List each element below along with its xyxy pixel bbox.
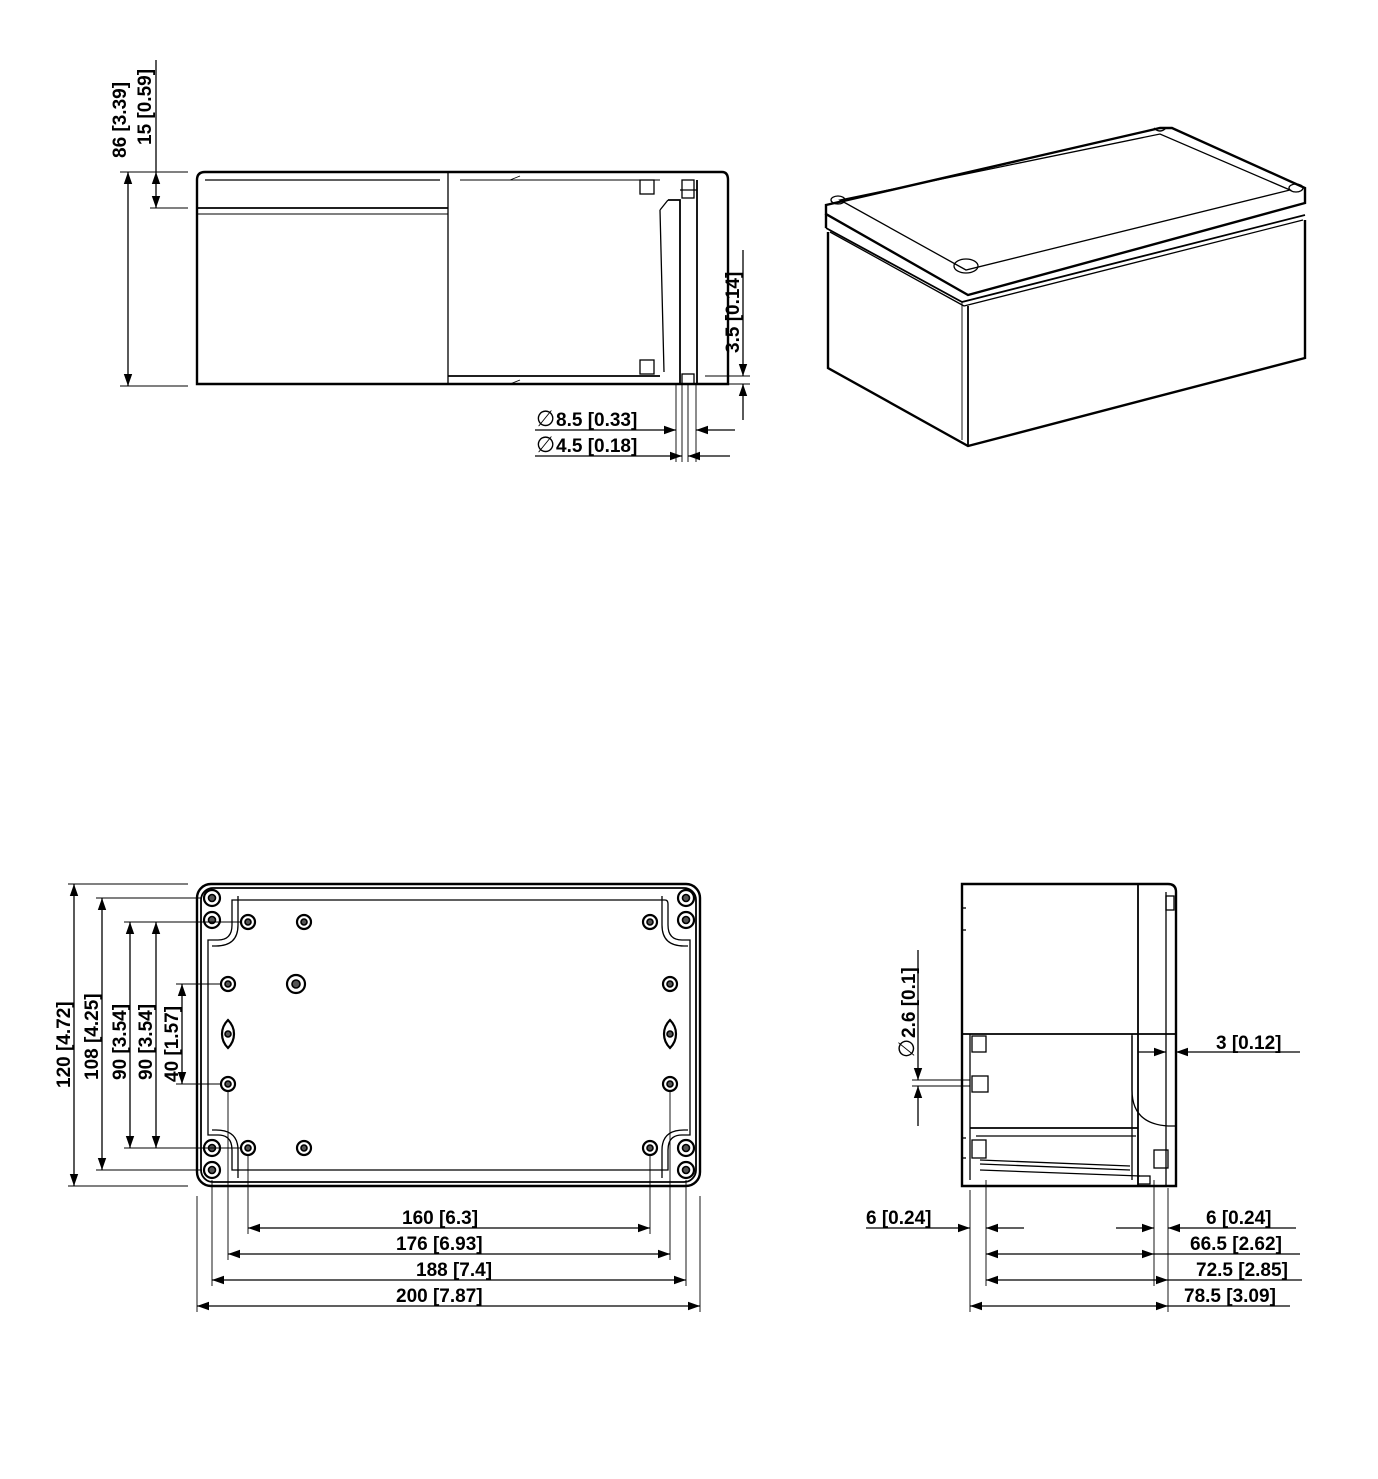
- dim-bore-inner: 4.5 [0.18]: [556, 436, 637, 457]
- dim-front-height-120: 120 [4.72]: [54, 1001, 75, 1088]
- isometric-view: [824, 126, 1307, 448]
- diameter-symbol-outer: ∅: [536, 406, 555, 431]
- dim-end-left: 6 [0.24]: [866, 1208, 931, 1229]
- dim-front-width-176: 176 [6.93]: [396, 1234, 483, 1255]
- dim-front-height-40: 40 [1.57]: [162, 1006, 183, 1082]
- dim-side-height: 86 [3.39]: [110, 82, 131, 158]
- front-view: [68, 882, 702, 1312]
- dim-front-width-200: 200 [7.87]: [396, 1286, 483, 1307]
- diameter-symbol-inner: ∅: [536, 432, 555, 457]
- side-view: [120, 60, 750, 462]
- dim-front-width-188: 188 [7.4]: [416, 1260, 492, 1281]
- end-view: [866, 882, 1302, 1312]
- diameter-symbol-end: ∅: [894, 1039, 919, 1058]
- dim-lid-height: 15 [0.59]: [135, 69, 156, 145]
- dim-end-diameter: 2.6 [0.1]: [899, 967, 920, 1038]
- dim-end-72-5: 72.5 [2.85]: [1196, 1260, 1288, 1281]
- dim-flange-depth: 3.5 [0.14]: [723, 272, 744, 353]
- dim-end-wall: 3 [0.12]: [1216, 1033, 1281, 1054]
- dim-end-78-5: 78.5 [3.09]: [1184, 1286, 1276, 1307]
- dim-end-66-5: 66.5 [2.62]: [1190, 1234, 1282, 1255]
- dim-front-height-108: 108 [4.25]: [82, 993, 103, 1080]
- dim-front-height-90b: 90 [3.54]: [136, 1004, 157, 1080]
- dim-front-height-90a: 90 [3.54]: [110, 1004, 131, 1080]
- dim-end-right: 6 [0.24]: [1206, 1208, 1271, 1229]
- dim-bore-outer: 8.5 [0.33]: [556, 410, 637, 431]
- dim-front-width-160: 160 [6.3]: [402, 1208, 478, 1229]
